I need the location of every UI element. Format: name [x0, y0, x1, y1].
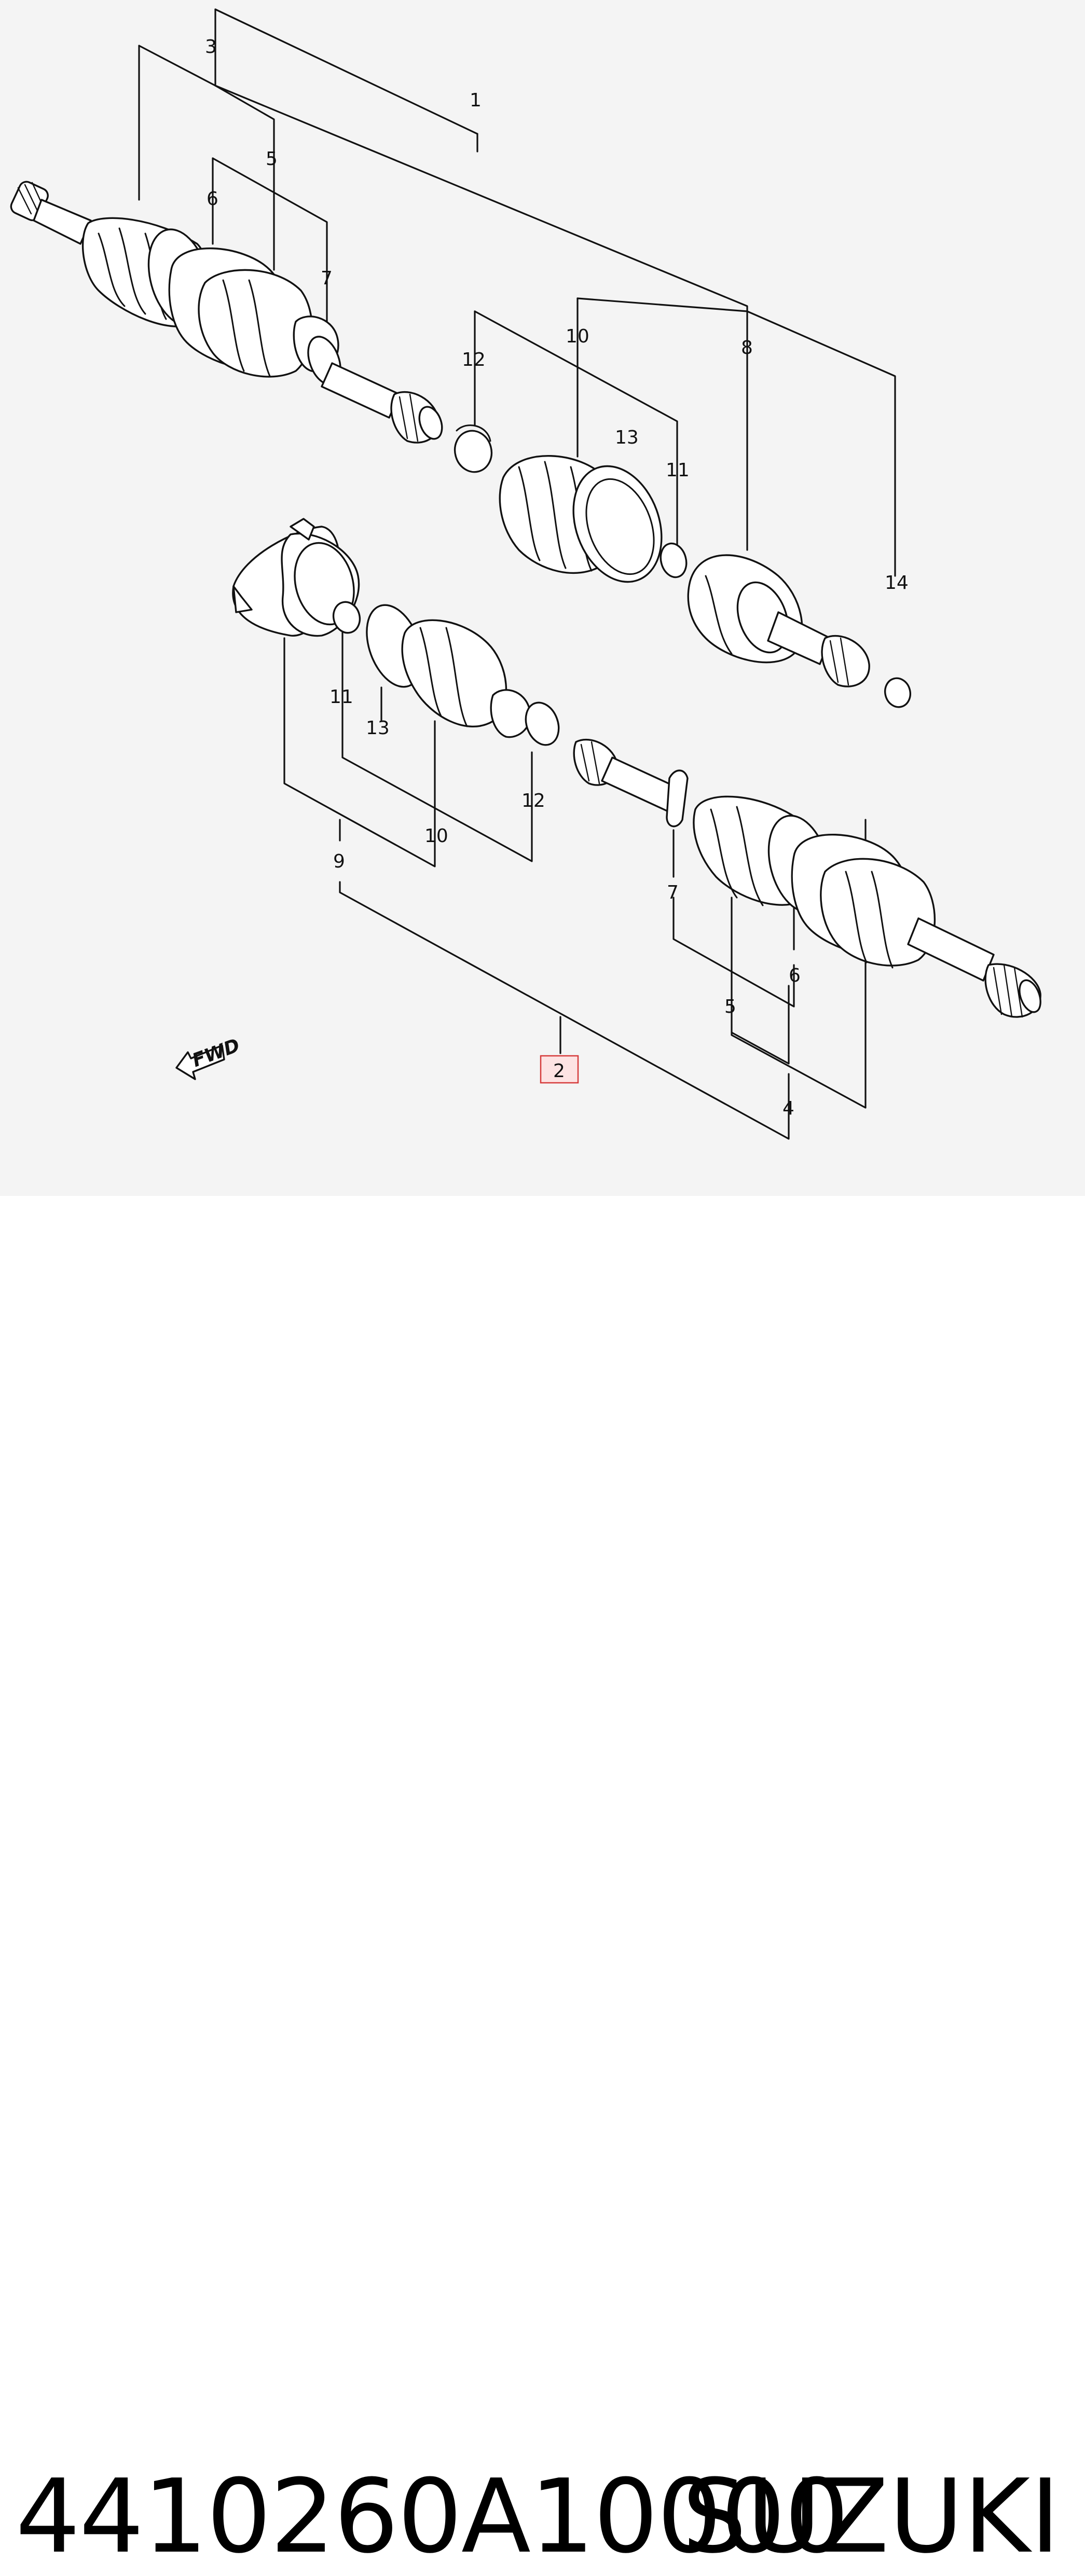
- callout-5-lower: 5: [724, 996, 736, 1017]
- callout-12-lower: 12: [521, 790, 545, 811]
- highlight-box-2: [540, 1055, 579, 1084]
- callout-11-upper: 11: [666, 460, 690, 481]
- callout-5-upper: 5: [266, 148, 278, 170]
- callout-4: 4: [782, 1098, 794, 1119]
- callout-11-lower: 11: [329, 686, 353, 708]
- exploded-parts-diagram: FWD 3 1 5 6 7 10 8 12 13 11 14 11 13 12 …: [0, 0, 1085, 1196]
- callout-7-lower: 7: [667, 882, 679, 903]
- diagram-canvas: FWD 3 1 5 6 7 10 8 12 13 11 14 11 13 12 …: [10, 8, 1041, 1140]
- lower-drive-shaft: [232, 518, 1041, 1018]
- footer: 4410260A10000 SUZUKI: [0, 1196, 1085, 2568]
- fwd-label: FWD: [189, 1035, 243, 1071]
- callout-13-lower: 13: [366, 718, 390, 739]
- leader-lines: [138, 8, 896, 1140]
- callout-10-upper: 10: [566, 326, 589, 347]
- callout-1: 1: [470, 90, 482, 111]
- upper-drive-shaft: [10, 181, 911, 708]
- callout-7-upper: 7: [321, 268, 333, 289]
- callout-3: 3: [205, 36, 217, 58]
- fwd-arrow-icon: FWD: [175, 1035, 243, 1080]
- callout-9: 9: [333, 851, 345, 872]
- callout-10-lower: 10: [424, 825, 448, 847]
- callout-6-upper: 6: [207, 188, 218, 210]
- callout-13-upper: 13: [615, 427, 639, 448]
- callout-labels: 3 1 5 6 7 10 8 12 13 11 14 11 13 12 10 9…: [205, 36, 909, 1119]
- callout-14: 14: [885, 572, 909, 594]
- callout-8: 8: [741, 337, 753, 359]
- callout-2: 2: [553, 1060, 565, 1082]
- callout-6-lower: 6: [789, 965, 801, 986]
- brand-name: SUZUKI: [682, 2458, 1061, 2576]
- callout-12-upper: 12: [462, 349, 486, 370]
